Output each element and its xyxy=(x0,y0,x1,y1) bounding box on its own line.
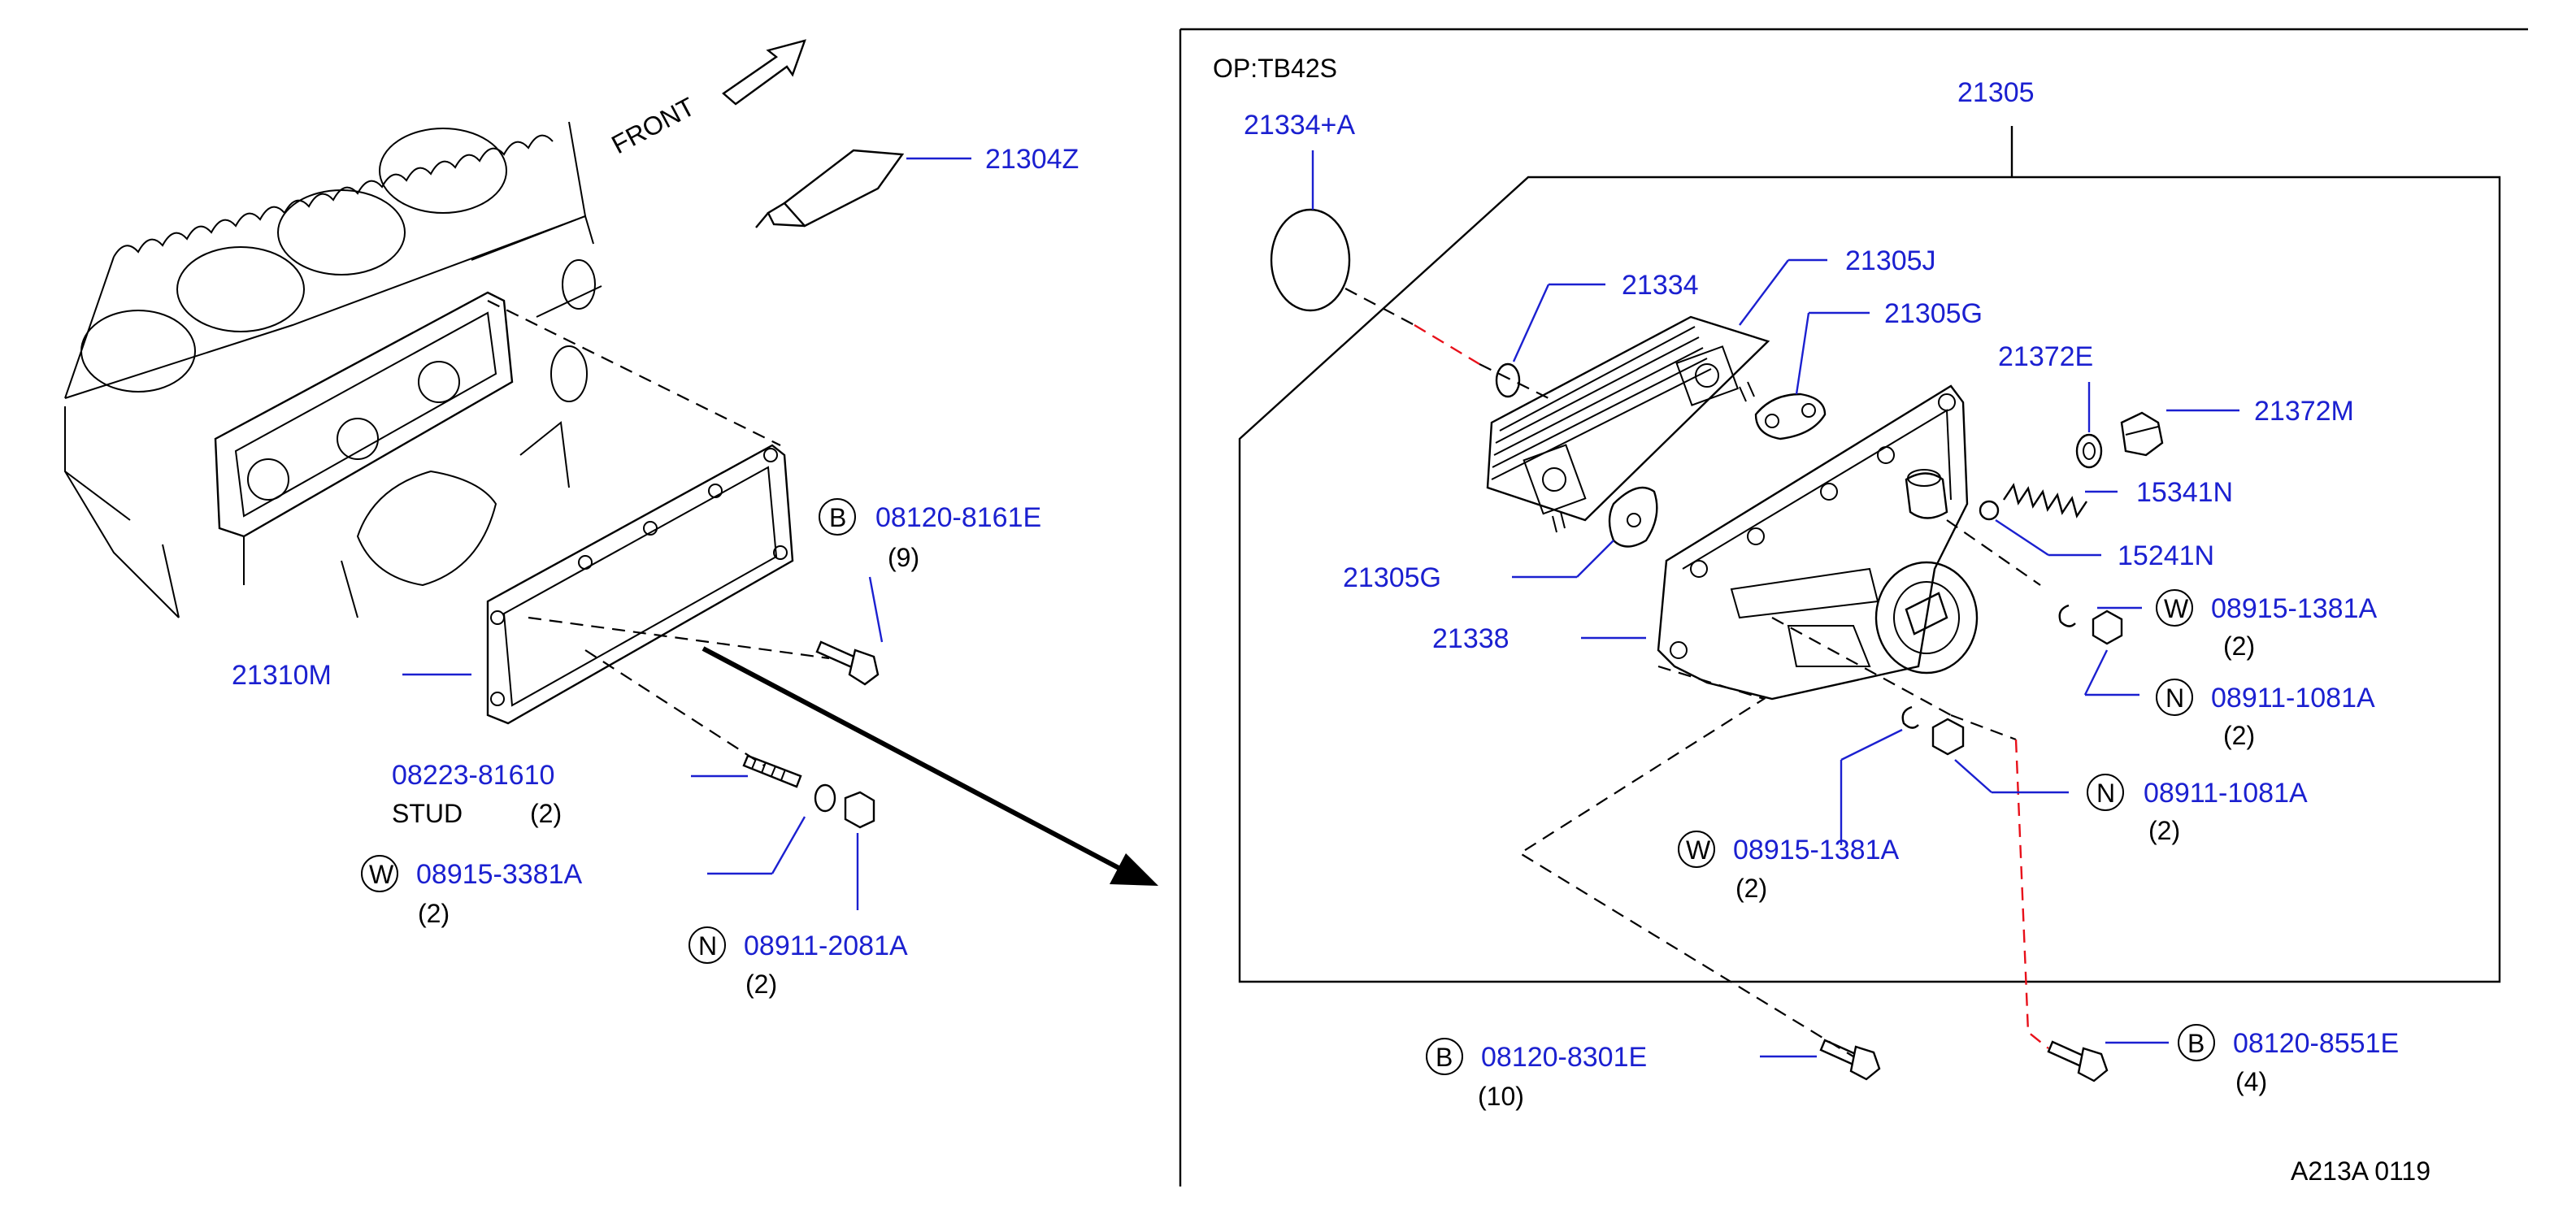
part-21305[interactable]: 21305 xyxy=(1957,77,2035,108)
part-21305J[interactable]: 21305J xyxy=(1845,245,1936,276)
front-arrow-icon xyxy=(722,39,806,106)
gasket-21310M-drawing xyxy=(486,444,794,725)
nut-1081A-right-icon xyxy=(2092,610,2123,645)
qty-08120-8551E: (4) xyxy=(2235,1067,2267,1096)
part-08911-2081A[interactable]: 08911-2081A xyxy=(744,931,908,961)
part-21305G-left[interactable]: 21305G xyxy=(1343,562,1441,593)
part-15341N[interactable]: 15341N xyxy=(2136,477,2233,508)
spring-15341N-icon xyxy=(2003,483,2087,518)
part-21372E[interactable]: 21372E xyxy=(1998,341,2093,372)
part-21372M[interactable]: 21372M xyxy=(2254,396,2354,427)
part-08911-1081A-right[interactable]: 08911-1081A xyxy=(2211,683,2375,714)
option-frame xyxy=(1179,28,2528,1186)
oil-cooler-21305J-drawing xyxy=(1486,315,1770,533)
part-21305G-top[interactable]: 21305G xyxy=(1884,298,1983,329)
bolt-8301E-icon xyxy=(1819,1039,1881,1081)
bolt-8161E-icon xyxy=(815,640,880,686)
sealant-tube-icon xyxy=(755,149,905,228)
qty-08915-3381A: (2) xyxy=(418,899,450,928)
part-08120-8161E[interactable]: 08120-8161E xyxy=(875,502,1041,533)
nut-1081A-middle-letter: N xyxy=(2096,779,2115,808)
part-08120-8551E[interactable]: 08120-8551E xyxy=(2233,1028,2399,1059)
part-08120-8301E[interactable]: 08120-8301E xyxy=(1481,1042,1647,1073)
stud-label: STUD xyxy=(392,799,463,828)
washer-1381A-middle-letter: W xyxy=(1686,835,1711,865)
part-21304Z[interactable]: 21304Z xyxy=(985,144,1079,175)
nut-1081A-right-letter: N xyxy=(2165,683,2184,713)
bolt-8551E-icon xyxy=(2047,1040,2109,1082)
oring-large-icon xyxy=(1270,208,1351,312)
part-21334A[interactable]: 21334+A xyxy=(1244,110,1355,141)
qty-08911-1081A-right: (2) xyxy=(2223,721,2255,750)
qty-08120-8161E: (9) xyxy=(888,543,919,572)
bolt-8161E-letter: B xyxy=(829,503,846,532)
option-label: OP:TB42S xyxy=(1213,54,1337,83)
washer-3381A-letter: W xyxy=(369,860,394,889)
part-08915-3381A[interactable]: 08915-3381A xyxy=(416,859,583,890)
engine-block-drawing xyxy=(64,121,602,618)
nut-1081A-middle-icon xyxy=(1931,718,1965,756)
part-15241N[interactable]: 15241N xyxy=(2118,540,2214,571)
plug-21372M-icon xyxy=(2120,411,2164,457)
reference-code: A213A 0119 xyxy=(2291,1156,2430,1186)
bolt-8551E-letter: B xyxy=(2187,1029,2205,1058)
qty-08911-2081A: (2) xyxy=(745,970,777,999)
part-08915-1381A-right[interactable]: 08915-1381A xyxy=(2211,593,2378,624)
qty-08911-1081A-middle: (2) xyxy=(2148,816,2180,845)
washer-1381A-right-letter: W xyxy=(2164,594,2189,623)
nut-2081A-letter: N xyxy=(698,931,717,961)
part-08915-1381A-middle[interactable]: 08915-1381A xyxy=(1733,835,1900,865)
part-08223-81610[interactable]: 08223-81610 xyxy=(392,760,554,791)
part-21310M[interactable]: 21310M xyxy=(232,660,332,691)
nut-2081A-icon xyxy=(844,791,875,829)
stud-qty: (2) xyxy=(530,799,562,828)
assembly-box xyxy=(1238,176,2501,983)
part-08911-1081A-middle[interactable]: 08911-1081A xyxy=(2144,778,2308,809)
qty-08120-8301E: (10) xyxy=(1478,1082,1524,1111)
qty-08915-1381A-right: (2) xyxy=(2223,631,2255,661)
part-21338[interactable]: 21338 xyxy=(1432,623,1510,654)
part-21334[interactable]: 21334 xyxy=(1622,270,1699,301)
bolt-8301E-letter: B xyxy=(1436,1043,1453,1072)
qty-08915-1381A-middle: (2) xyxy=(1735,874,1767,903)
pointer-arrow-icon xyxy=(702,646,1158,886)
cooler-housing-21338-drawing xyxy=(1657,384,1979,701)
front-label: FRONT xyxy=(606,92,699,160)
stud-icon xyxy=(742,754,802,788)
